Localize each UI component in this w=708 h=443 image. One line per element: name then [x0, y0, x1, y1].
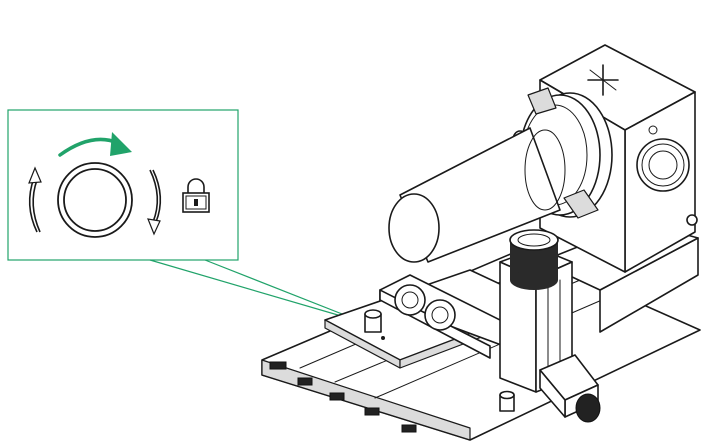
height-adjust-knob — [509, 229, 559, 290]
rotate-clockwise-arrow-icon — [58, 132, 132, 157]
left-curved-arrow-icon — [28, 166, 42, 233]
callout-box — [7, 109, 371, 326]
horizontal-arm — [539, 354, 601, 423]
rail-screw — [499, 390, 515, 412]
callout-leader-line-top — [149, 259, 356, 321]
lens-cylinder — [388, 127, 566, 263]
x-logo-icon — [587, 64, 619, 96]
knob-icon — [57, 162, 133, 238]
lock-icon — [182, 178, 210, 213]
roller-carriage — [379, 274, 521, 359]
lock-screw — [364, 309, 385, 340]
right-curved-arrow-icon — [147, 169, 162, 236]
